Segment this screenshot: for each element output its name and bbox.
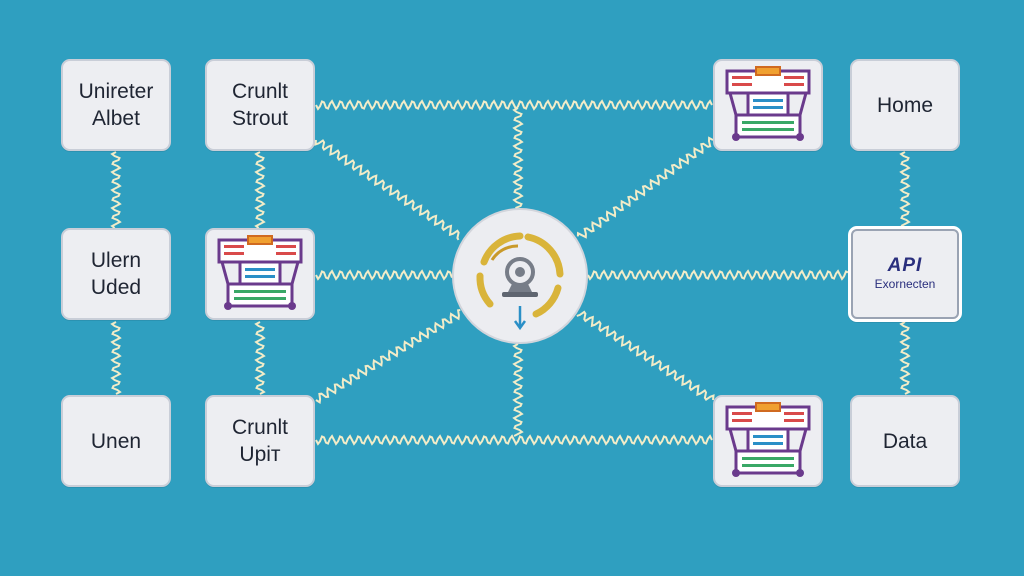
node-label: Unen xyxy=(90,429,142,453)
arrow-down-icon xyxy=(513,306,527,331)
node-label: Crunlt Upiт xyxy=(231,416,289,466)
node-server-bottom-right[interactable] xyxy=(713,395,823,487)
node-ulern-uded[interactable]: Ulern Uded xyxy=(61,228,171,320)
webcam-hub-icon xyxy=(476,232,564,331)
connection-wires xyxy=(110,99,911,446)
wire-diag-top-right xyxy=(576,136,714,239)
wire-left-bottom xyxy=(110,321,122,395)
node-home[interactable]: Home xyxy=(850,59,960,151)
wire-bottom-horizontal xyxy=(315,434,713,446)
node-label: Home xyxy=(876,93,934,117)
wire-diag-bottom-left xyxy=(315,309,461,404)
node-server-top-right[interactable] xyxy=(713,59,823,151)
api-subtitle: Exornecten xyxy=(874,277,936,291)
node-label: Data xyxy=(882,429,928,453)
server-stack-icon xyxy=(725,401,811,479)
wire-mid-right xyxy=(587,269,849,281)
wire-col2-top xyxy=(254,151,266,229)
wire-diag-top-left xyxy=(314,139,460,241)
api-title: API xyxy=(873,255,936,276)
node-crunlt-strout[interactable]: Crunlt Strout xyxy=(205,59,315,151)
wire-col2-bottom xyxy=(254,321,266,395)
wire-top-horizontal xyxy=(315,99,713,111)
wire-mid-left xyxy=(315,269,453,281)
node-label: Crunlt Strout xyxy=(231,80,289,130)
node-label: Ulern Uded xyxy=(90,249,142,299)
server-stack-icon xyxy=(725,65,811,143)
central-hub[interactable] xyxy=(452,208,588,344)
node-server-left[interactable] xyxy=(205,228,315,320)
wire-diag-bottom-right xyxy=(576,310,715,401)
node-crunlt-upit[interactable]: Crunlt Upiт xyxy=(205,395,315,487)
node-api-connector[interactable]: API Exornecten xyxy=(848,226,962,322)
node-data[interactable]: Data xyxy=(850,395,960,487)
wire-right-top xyxy=(899,151,911,227)
wire-hub-bottom xyxy=(512,343,524,437)
server-stack-icon xyxy=(217,234,303,312)
node-label: Unireter Albet xyxy=(78,80,154,130)
wire-left-top xyxy=(110,151,122,229)
node-unireter-albet[interactable]: Unireter Albet xyxy=(61,59,171,151)
wire-right-bottom xyxy=(899,321,911,395)
wire-hub-top xyxy=(512,107,524,209)
node-unen[interactable]: Unen xyxy=(61,395,171,487)
